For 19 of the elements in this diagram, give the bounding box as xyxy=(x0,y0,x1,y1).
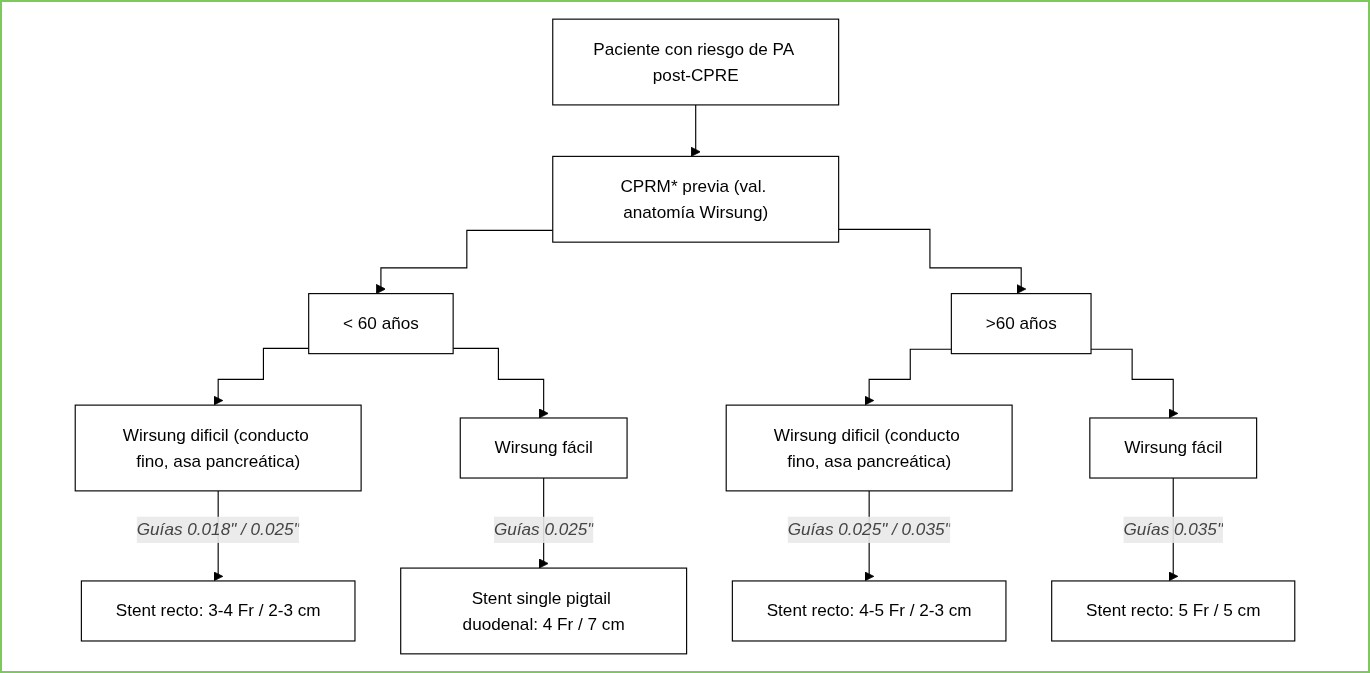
edge-label: Guías 0.018" / 0.025" xyxy=(136,518,300,539)
arrow xyxy=(838,228,1027,295)
edge-label: Guías 0.025" / 0.035" xyxy=(787,518,951,539)
node-box: < 60 años xyxy=(308,293,454,355)
node-box: >60 años xyxy=(950,293,1092,355)
node-box: Wirsung fácil xyxy=(1089,417,1258,479)
node-box: Stent recto: 4-5 Fr / 2-3 cm xyxy=(731,580,1007,642)
arrow xyxy=(690,104,701,157)
node-box: Stent single pigtail duodenal: 4 Fr / 7 cm xyxy=(400,567,688,655)
edge-label: Guías 0.035" xyxy=(1123,518,1224,539)
node-box: Wirsung dificil (conducto fino, asa pancreática) xyxy=(74,404,362,492)
edge-label: Guías 0.025" xyxy=(493,518,594,539)
node-box: CPRM* previa (val. anatomía Wirsung) xyxy=(552,155,840,243)
node-box: Wirsung fácil xyxy=(459,417,628,479)
node-box: Stent recto: 5 Fr / 5 cm xyxy=(1051,580,1296,642)
node-box: Stent recto: 3-4 Fr / 2-3 cm xyxy=(80,580,356,642)
node-box: Paciente con riesgo de PA post-CPRE xyxy=(552,18,840,106)
arrow xyxy=(864,348,952,406)
node-box: Wirsung dificil (conducto fino, asa pancreática) xyxy=(725,404,1013,492)
